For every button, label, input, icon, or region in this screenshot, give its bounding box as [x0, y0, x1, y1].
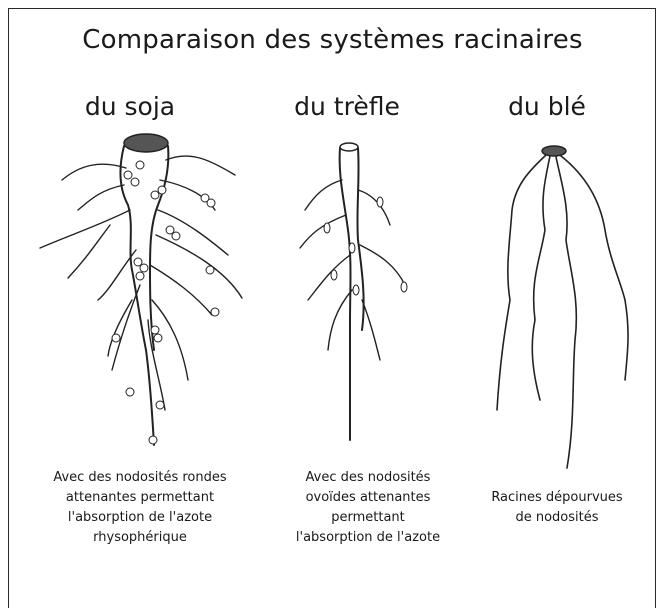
soja-left-laterals — [40, 164, 140, 370]
soja-main-root — [121, 146, 154, 445]
soja-stem-cut — [124, 134, 168, 152]
caption-trefle: Avec des nodosités ovoïdes attenantes pe… — [258, 468, 478, 548]
trefle-stem-cut — [340, 143, 358, 151]
trefle-right-laterals — [358, 190, 405, 360]
soja-root-illustration — [40, 134, 242, 445]
trefle-nodules — [324, 197, 407, 295]
caption-ble: Racines dépourvues de nodosités — [447, 488, 665, 528]
trefle-root-illustration — [300, 143, 407, 440]
caption-soja: Avec des nodosités rondes attenantes per… — [30, 468, 250, 548]
ble-root-illustration — [497, 146, 628, 468]
ble-root-3 — [556, 157, 576, 468]
ble-root-1 — [497, 155, 546, 410]
ble-root-2 — [532, 156, 550, 400]
